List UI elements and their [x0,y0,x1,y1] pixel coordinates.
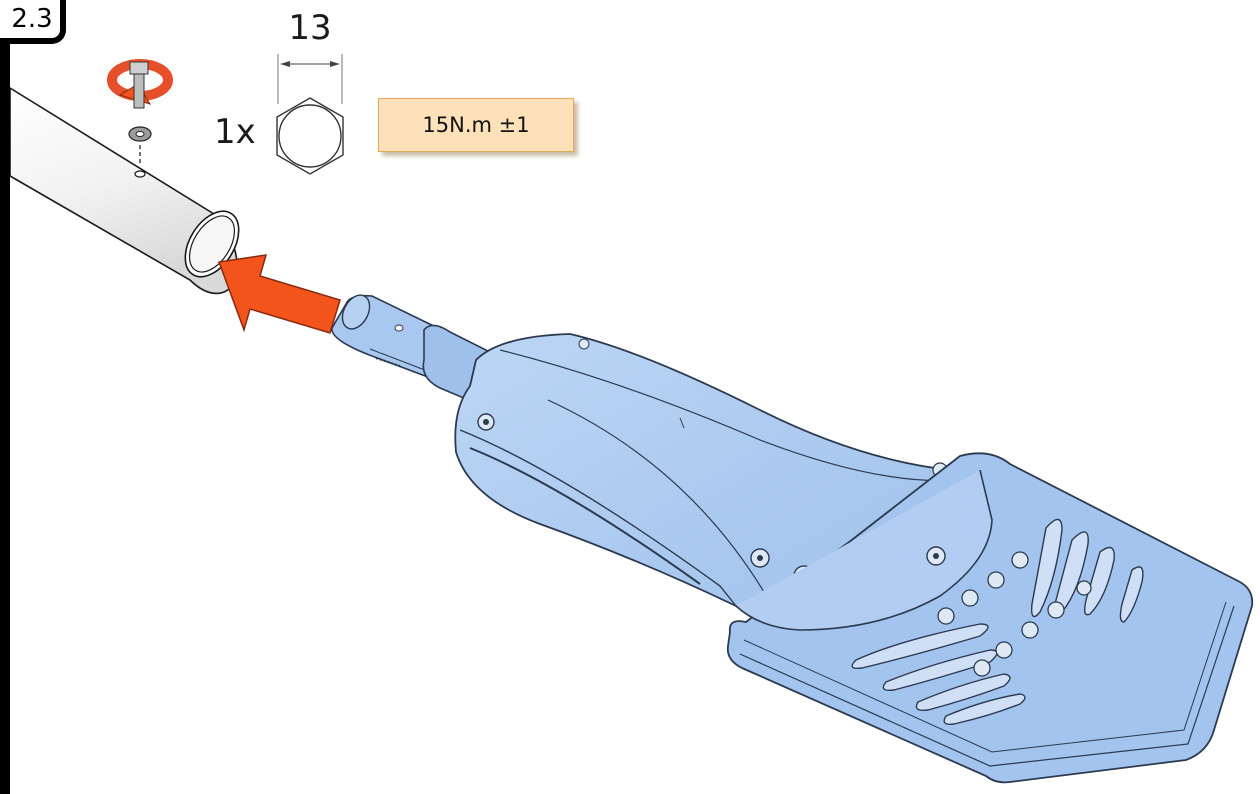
torque-spec-label: 15N.m ±1 [378,98,574,152]
hex-socket-icon [276,54,344,175]
pipe [9,86,240,295]
insert-arrow-icon [217,254,341,334]
washer-icon [128,126,152,166]
pool-cleaner-head [331,294,1254,784]
page-edge-bar [0,0,10,794]
bolt-icon [129,61,149,109]
quantity-label: 1x [214,112,256,152]
step-number-badge: 2.3 [0,0,66,44]
hex-size-label: 13 [288,8,332,48]
pipe-hole [134,170,146,178]
